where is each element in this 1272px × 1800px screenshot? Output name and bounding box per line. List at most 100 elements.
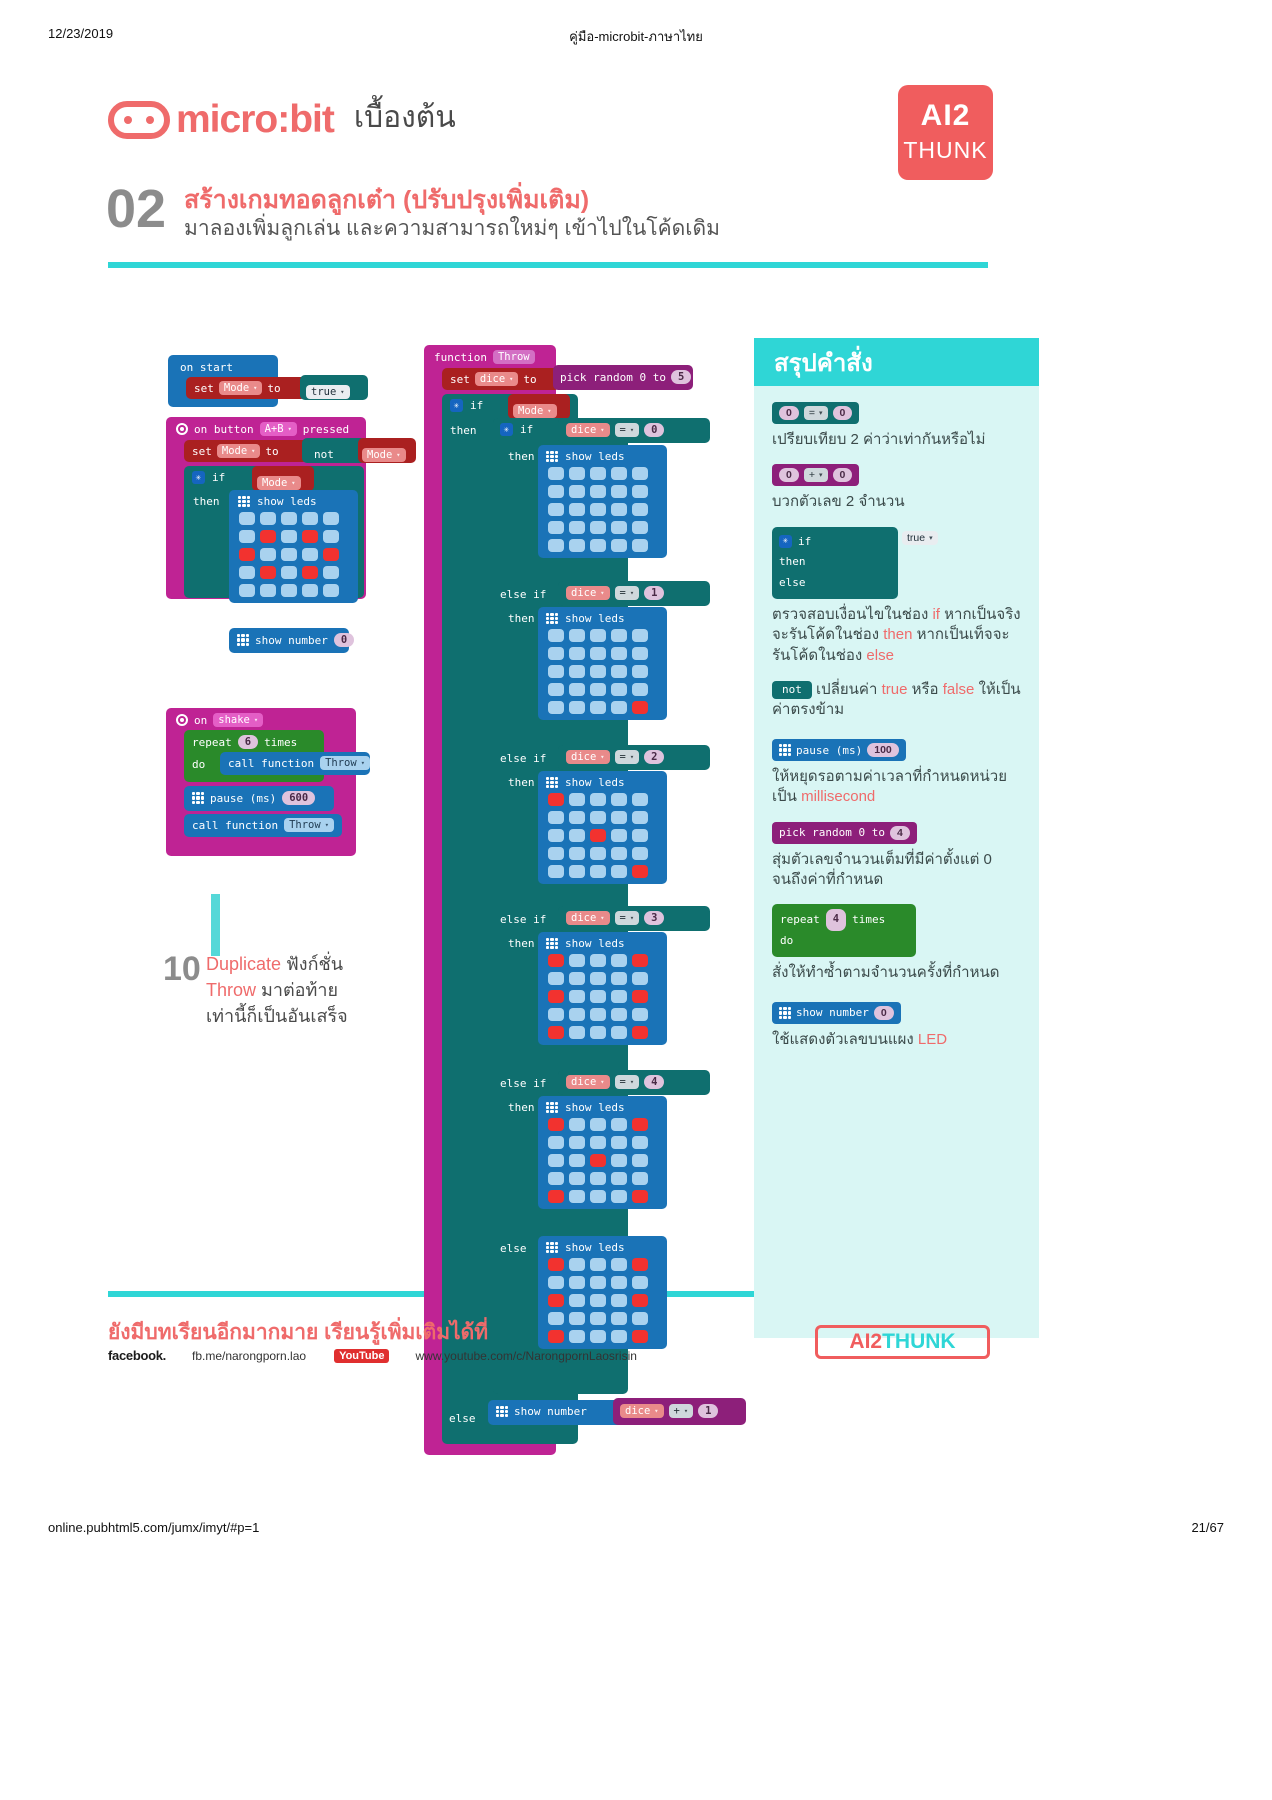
show-number-value[interactable]: 0 — [333, 633, 355, 647]
block-pick-random[interactable] — [553, 365, 693, 390]
compare-right[interactable]: 0 — [832, 406, 853, 420]
outer-else-label: else — [449, 1412, 476, 1425]
throw-dropdown-1[interactable]: Throw▾ — [320, 756, 370, 770]
facebook-url[interactable]: fb.me/narongporn.lao — [191, 1348, 307, 1363]
else-if-label-2: else if — [500, 752, 547, 765]
badge-line-2: THUNK — [903, 137, 988, 163]
summary-item-ifelse: ✳ if then else true▾ ตรวจสอบเงื่อนไขในช่… — [772, 526, 1021, 666]
shownumber-block-label: show number — [796, 1006, 869, 1020]
show-leds-header-0: show leds — [546, 450, 625, 463]
mode-dropdown[interactable]: Mode▾ — [218, 381, 263, 395]
led-grid-face5[interactable] — [548, 1258, 648, 1343]
step-arrow — [211, 894, 220, 956]
print-date: 12/23/2019 — [48, 26, 114, 41]
led-grid-face3[interactable] — [548, 954, 648, 1039]
times-label: times — [264, 735, 298, 749]
dice-dropdown-7[interactable]: dice▾ — [620, 1404, 664, 1418]
throw-name-pill[interactable]: Throw — [492, 350, 535, 364]
mode-dropdown-2[interactable]: Mode▾ — [216, 444, 261, 458]
compare-op[interactable]: =▾ — [803, 406, 828, 420]
else-if-label-3: else if — [500, 913, 547, 926]
not-block[interactable]: not — [772, 680, 812, 700]
cmp-value-3[interactable]: 3 — [644, 911, 665, 925]
inner-then-label-4: then — [508, 1101, 535, 1114]
summary-card-header: สรุปคำสั่ง — [754, 338, 1039, 386]
compare-desc: เปรียบเทียบ 2 ค่าว่าเท่ากันหรือไม่ — [772, 431, 986, 448]
footer-badge-a: AI2 — [849, 1330, 883, 1353]
cmp-value-0[interactable]: 0 — [644, 423, 665, 437]
op-plus-dropdown[interactable]: +▾ — [668, 1404, 694, 1418]
led-grid-mode[interactable] — [239, 512, 339, 597]
gear-icon-2[interactable]: ✳ — [450, 399, 463, 412]
shownumber-block-value[interactable]: 0 — [873, 1005, 894, 1020]
shownumber-block[interactable]: show number 0 — [772, 1001, 901, 1024]
cmp-value-4[interactable]: 4 — [644, 1075, 665, 1089]
op-dropdown-1[interactable]: =▾ — [614, 586, 640, 600]
note-text: Duplicate ฟังก์ชั่น Throw มาต่อท้าย เท่า… — [206, 951, 348, 1029]
dice-dropdown-4[interactable]: dice▾ — [566, 750, 610, 764]
pickrandom-block[interactable]: pick random 0 to 4 — [772, 821, 917, 844]
microbit-logo: micro:bit เบื้องต้น — [108, 100, 456, 139]
dice-dropdown-3[interactable]: dice▾ — [566, 586, 610, 600]
block-show-number-0[interactable] — [229, 628, 349, 653]
led-grid-face0[interactable] — [548, 467, 648, 552]
mode-dropdown-4[interactable]: Mode▾ — [257, 476, 301, 490]
show-leds-header-3: show leds — [546, 937, 625, 950]
true-dropdown[interactable]: true▾ — [306, 385, 350, 399]
youtube-url[interactable]: www.youtube.com/c/NarongpornLaosrisin — [415, 1348, 637, 1363]
else-if-label-1: else if — [500, 588, 547, 601]
add-left[interactable]: 0 — [779, 468, 799, 483]
outer-if-label: if — [470, 399, 484, 412]
gear-icon-4[interactable]: ✳ — [779, 535, 792, 549]
dice-dropdown-1[interactable]: dice▾ — [474, 372, 519, 386]
pause-block-value[interactable]: 100 — [867, 743, 899, 758]
cmp-value-1[interactable]: 1 — [644, 586, 665, 600]
compare-left[interactable]: 0 — [779, 406, 799, 420]
gear-icon-3[interactable]: ✳ — [500, 423, 513, 436]
dice-dropdown-2[interactable]: dice▾ — [566, 423, 610, 437]
summary-item-add: 0 +▾ 0 บวกตัวเลข 2 จำนวน — [772, 464, 1021, 512]
gear-icon[interactable]: ✳ — [192, 471, 205, 484]
add-right[interactable]: 0 — [832, 468, 853, 483]
add-block[interactable]: 0 +▾ 0 — [772, 464, 860, 487]
plus-value[interactable]: 1 — [698, 1404, 719, 1418]
shake-dropdown[interactable]: shake▾ — [213, 713, 264, 727]
cmp-value-2[interactable]: 2 — [644, 750, 665, 764]
repeat-value[interactable]: 6 — [237, 735, 259, 749]
op-dropdown-2[interactable]: =▾ — [614, 750, 640, 764]
op-dropdown-0[interactable]: =▾ — [614, 423, 640, 437]
led-grid-face1[interactable] — [548, 629, 648, 714]
block-show-number-dice[interactable] — [488, 1400, 633, 1425]
led-grid-face4[interactable] — [548, 1118, 648, 1203]
add-op[interactable]: +▾ — [803, 468, 828, 483]
ifelse-block[interactable]: ✳ if then else — [772, 526, 898, 600]
on-shake-header: on shake▾ — [176, 713, 264, 727]
mode-dropdown-5[interactable]: Mode▾ — [513, 404, 557, 418]
led-grid-face2[interactable] — [548, 793, 648, 878]
footer-badge-b: THUNK — [882, 1330, 956, 1353]
pick-random-value[interactable]: 5 — [670, 370, 692, 384]
repeat-block[interactable]: repeat 4 times do — [772, 904, 916, 957]
pause-value[interactable]: 600 — [282, 791, 316, 805]
button-ab-dropdown[interactable]: A+B▾ — [259, 422, 297, 436]
else-label: else — [193, 637, 220, 650]
pause-block[interactable]: pause (ms) 100 — [772, 739, 906, 762]
pickrandom-block-value[interactable]: 4 — [889, 825, 910, 840]
show-number-dice-row: show number — [496, 1405, 587, 1418]
facebook-label: facebook. — [108, 1348, 166, 1363]
repeat-block-value[interactable]: 4 — [825, 909, 847, 932]
function-header: function Throw — [434, 350, 535, 364]
mode-dropdown-3[interactable]: Mode▾ — [362, 448, 406, 462]
block-not[interactable] — [302, 438, 366, 463]
dice-dropdown-5[interactable]: dice▾ — [566, 911, 610, 925]
dice-dropdown-6[interactable]: dice▾ — [566, 1075, 610, 1089]
note-line1-rest: ฟังก์ชั่น — [281, 954, 344, 974]
set-mode-row: set Mode▾ to — [194, 381, 281, 395]
microbit-face-icon — [108, 100, 170, 139]
pause-block-label: pause (ms) — [796, 743, 863, 757]
throw-dropdown-2[interactable]: Throw▾ — [284, 818, 334, 832]
ifelse-cond[interactable]: true▾ — [902, 530, 938, 545]
op-dropdown-3[interactable]: =▾ — [614, 911, 640, 925]
op-dropdown-4[interactable]: =▾ — [614, 1075, 640, 1089]
compare-block[interactable]: 0 =▾ 0 — [772, 402, 860, 424]
